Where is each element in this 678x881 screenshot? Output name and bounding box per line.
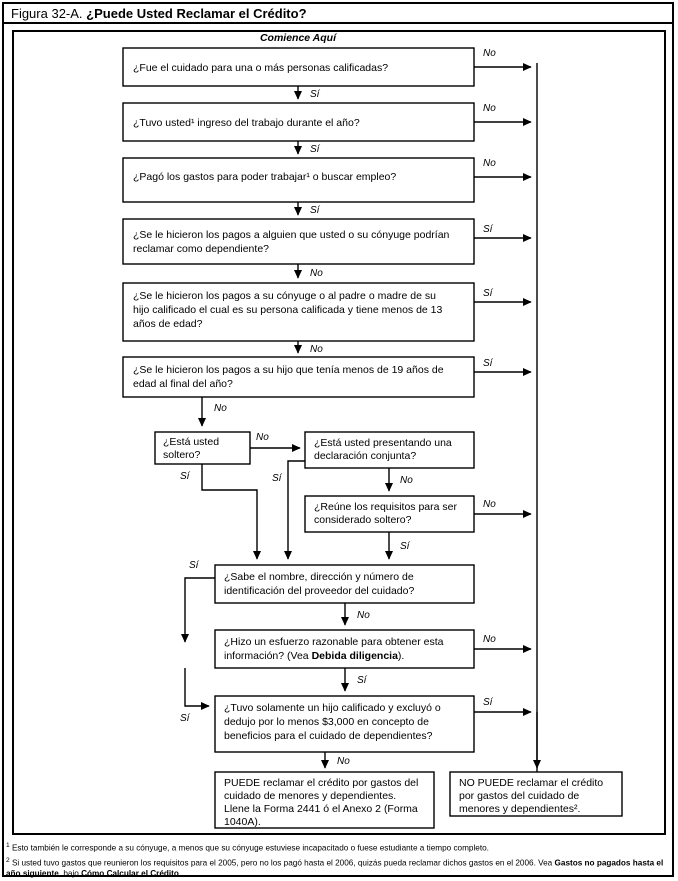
edge-label-q10-no: No: [357, 610, 370, 621]
footnote-1: 1 Esto también le corresponde a su cónyu…: [6, 840, 666, 854]
edge-label-q4-no: No: [310, 268, 323, 279]
footnote-2-part-2: Gastos no pagados hasta el año siguiente: [6, 858, 664, 879]
flowchart-canvas: Comience Aquí ¿Fue el cuidado para una o…: [122, 32, 623, 829]
edge-label-q8-no: No: [400, 475, 413, 486]
node-q9-line-1: ¿Reúne los requisitos para ser: [314, 501, 457, 513]
edge-label-q3-si: Sí: [310, 205, 321, 216]
node-q11-line-1: ¿Hizo un esfuerzo razonable para obtener…: [224, 636, 444, 648]
footnote-2-part-5: .: [178, 869, 182, 879]
figure-title-bar: Figura 32-A. ¿Puede Usted Reclamar el Cr…: [4, 4, 672, 24]
node-result-no-line-3: menores y dependientes².: [459, 803, 580, 815]
node-q12[interactable]: [214, 695, 475, 753]
footnote-2-part-4: Cómo Calcular el Crédito: [81, 869, 179, 879]
node-q12-line-1: ¿Tuvo solamente un hijo calificado y exc…: [224, 702, 441, 714]
edge-label-q11-si: Sí: [357, 675, 368, 686]
node-q11-line-2: información? (Vea Debida diligencia).: [224, 650, 404, 662]
footnote-2-part-1: Si usted tuvo gastos que reunieron los r…: [11, 858, 555, 868]
node-q11[interactable]: [214, 629, 475, 669]
node-q7-line-2: soltero?: [163, 449, 201, 461]
footnotes: 1 Esto también le corresponde a su cónyu…: [6, 840, 666, 880]
node-q5-line-3: años de edad?: [133, 318, 203, 330]
chart-frame: [12, 30, 666, 835]
node-q8-line-1: ¿Está usted presentando una: [314, 437, 452, 449]
edge-label-q7-no: No: [256, 432, 269, 443]
node-result-yes[interactable]: [214, 771, 435, 829]
edge-label-q1-no: No: [483, 48, 496, 59]
edge-label-q12-si: Sí: [483, 697, 494, 708]
node-q9-line-2: considerado soltero?: [314, 514, 412, 526]
page-title: Figura 32-A. ¿Puede Usted Reclamar el Cr…: [11, 6, 307, 21]
figure-title-text: ¿Puede Usted Reclamar el Crédito?: [86, 5, 307, 21]
node-q4[interactable]: [122, 218, 475, 265]
edge-label-q4-si: Sí: [483, 224, 494, 235]
edge-q10-si: [180, 577, 215, 643]
node-result-yes-line-4: 1040A).: [224, 816, 261, 828]
node-q10-line-2: identificación del proveedor del cuidado…: [224, 585, 414, 597]
node-q5-line-1: ¿Se le hicieron los pagos a su cónyuge o…: [133, 290, 436, 302]
node-q1[interactable]: [122, 47, 475, 87]
node-q1-line-1: ¿Fue el cuidado para una o más personas …: [133, 62, 388, 74]
node-q2[interactable]: [122, 102, 475, 142]
node-result-yes-line-1: PUEDE reclamar el crédito por gastos del: [224, 777, 418, 789]
edge-label-q6-no: No: [214, 403, 227, 414]
footnote-2-part-3: , bajo: [58, 869, 82, 879]
node-result-yes-line-2: cuidado de menores y dependientes.: [224, 790, 396, 802]
node-q3-line-1: ¿Pagó los gastos para poder trabajar¹ o …: [133, 171, 396, 183]
edge-label-q1-si: Sí: [310, 89, 321, 100]
node-q7-line-1: ¿Está usted: [163, 436, 219, 448]
node-q6-line-1: ¿Se le hicieron los pagos a su hijo que …: [133, 364, 444, 376]
node-result-yes-line-3: Llene la Forma 2441 ó el Anexo 2 (Forma: [224, 803, 418, 815]
edge-label-q6-si: Sí: [483, 358, 494, 369]
edge-label-q9-no: No: [483, 499, 496, 510]
edge-label-q12-no: No: [337, 756, 350, 767]
footnote-1-text: Esto también le corresponde a su cónyuge…: [11, 843, 489, 853]
edge-label-q5-si: Sí: [483, 288, 494, 299]
node-result-no-line-2: por gastos del cuidado de: [459, 790, 579, 802]
footnote-1-marker: 1: [6, 842, 10, 849]
start-here-label: Comience Aquí: [260, 32, 338, 44]
node-q12-line-3: beneficios para el cuidado de dependient…: [224, 730, 433, 742]
node-result-no-line-1: NO PUEDE reclamar el crédito: [459, 777, 603, 789]
node-q6[interactable]: [122, 356, 475, 398]
edge-label-q7-si: Sí: [180, 471, 191, 482]
node-q3[interactable]: [122, 157, 475, 203]
edge-q7-si: [201, 464, 262, 560]
node-q10[interactable]: [214, 564, 475, 604]
edge-label-si-loop: Sí: [180, 713, 191, 724]
node-q12-line-2: dedujo por lo menos $3,000 en concepto d…: [224, 716, 429, 728]
node-q8-line-2: declaración conjunta?: [314, 450, 416, 462]
edge-label-q11-no: No: [483, 634, 496, 645]
node-q10-line-1: ¿Sabe el nombre, dirección y número de: [224, 571, 414, 583]
edge-label-q5-no: No: [310, 344, 323, 355]
edge-label-q2-si: Sí: [310, 144, 321, 155]
footnote-2: 2 Si usted tuvo gastos que reunieron los…: [6, 855, 666, 880]
node-result-no[interactable]: [449, 771, 623, 817]
node-q8[interactable]: [304, 431, 475, 469]
node-q2-line-1: ¿Tuvo usted¹ ingreso del trabajo durante…: [133, 117, 360, 129]
figure-number: Figura 32-A.: [11, 5, 83, 21]
node-q6-line-2: edad al final del año?: [133, 378, 233, 390]
edge-label-q3-no: No: [483, 158, 496, 169]
footnote-2-marker: 2: [6, 856, 10, 864]
edge-si-loop-to-q12: [184, 668, 210, 711]
node-q4-line-1: ¿Se le hicieron los pagos a alguien que …: [133, 229, 450, 241]
node-q4-line-2: reclamar como dependiente?: [133, 243, 269, 255]
node-q5-line-2: hijo calificado el cual es su persona ca…: [133, 304, 443, 316]
edge-q8-si: [283, 460, 305, 560]
edge-label-q8-si: Sí: [272, 473, 283, 484]
edge-label-q9-si: Sí: [400, 541, 411, 552]
edge-label-q10-si: Sí: [189, 560, 200, 571]
node-q9[interactable]: [304, 495, 475, 533]
node-q5[interactable]: [122, 282, 475, 342]
edge-label-q2-no: No: [483, 103, 496, 114]
